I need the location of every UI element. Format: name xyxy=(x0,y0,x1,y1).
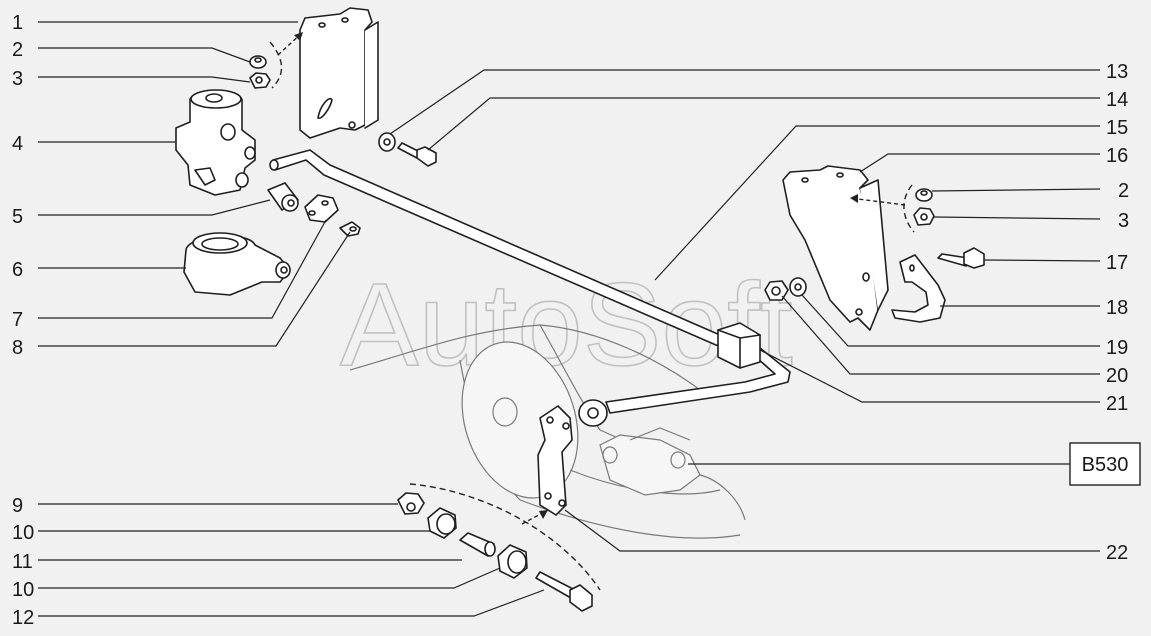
callout-14: 14 xyxy=(1106,89,1128,111)
callout-15: 15 xyxy=(1106,117,1128,139)
washer-part-2-left xyxy=(249,55,267,69)
callout-4: 4 xyxy=(12,133,23,155)
callout-13: 13 xyxy=(1106,61,1128,83)
callout-21: 21 xyxy=(1106,393,1128,415)
callout-16: 16 xyxy=(1106,145,1128,167)
callout-18: 18 xyxy=(1106,297,1128,319)
rubber-bush-part-10-upper xyxy=(427,507,457,539)
plate-part-7 xyxy=(304,194,339,223)
callout-10-upper: 10 xyxy=(12,522,34,544)
sleeve-part-11 xyxy=(459,532,496,557)
link-plate-part-22 xyxy=(537,405,573,516)
nut-part-9 xyxy=(397,492,425,515)
callout-2-right: 2 xyxy=(1118,180,1129,202)
lever-housing-part-6 xyxy=(183,232,291,296)
bracket-part-16 xyxy=(782,165,889,331)
assembly-arrow-16 xyxy=(849,197,906,206)
callout-22: 22 xyxy=(1106,542,1128,564)
bushing-part-5 xyxy=(267,182,299,212)
callout-2-left: 2 xyxy=(12,39,23,61)
assembly-arc-1 xyxy=(269,41,283,89)
bolt-part-8 xyxy=(339,221,361,237)
nut-part-20 xyxy=(764,280,789,301)
reference-code-box: B530 xyxy=(1069,442,1141,486)
callout-7: 7 xyxy=(12,309,23,331)
bracket-part-1 xyxy=(299,7,379,139)
nut-part-3-right xyxy=(913,207,935,226)
bolt-part-14 xyxy=(397,142,437,167)
callout-17: 17 xyxy=(1106,252,1128,274)
rubber-bush-part-10-lower xyxy=(497,544,528,579)
leader-lines-left xyxy=(38,21,545,617)
nut-part-3-left xyxy=(249,72,271,89)
reference-code-text: B530 xyxy=(1082,454,1129,476)
washer-part-19 xyxy=(789,277,807,297)
washer-part-2-right xyxy=(915,188,933,202)
clamp-part-18 xyxy=(891,254,946,323)
rear-axle-background xyxy=(349,324,746,539)
callout-12: 12 xyxy=(12,607,34,629)
callouts-right: 13 14 15 16 2 3 17 18 19 20 21 22 xyxy=(1106,61,1129,564)
callout-1: 1 xyxy=(12,12,23,34)
washer-part-13 xyxy=(378,132,396,152)
pressure-regulator-part-4 xyxy=(175,89,256,196)
assembly-arc-16 xyxy=(903,184,915,233)
arrowhead-22 xyxy=(539,510,548,519)
callout-9: 9 xyxy=(12,495,23,517)
callout-20: 20 xyxy=(1106,365,1128,387)
rubber-block-part-21 xyxy=(717,322,761,369)
bolt-part-12 xyxy=(535,571,593,612)
leader-lines-right xyxy=(389,69,1101,552)
bolt-part-17 xyxy=(937,247,985,269)
callout-3-left: 3 xyxy=(12,68,23,90)
callout-8: 8 xyxy=(12,337,23,359)
callout-6: 6 xyxy=(12,259,23,281)
assembly-arc-lower xyxy=(409,483,601,591)
arrowhead-16 xyxy=(850,194,858,203)
callout-19: 19 xyxy=(1106,337,1128,359)
callout-11: 11 xyxy=(12,551,33,573)
callout-10-lower: 10 xyxy=(12,579,34,601)
callouts-left: 1 2 3 4 5 6 7 8 9 10 11 10 12 xyxy=(12,12,34,629)
callout-3-right: 3 xyxy=(1118,210,1129,232)
rod-end-eye xyxy=(578,399,608,427)
arrowhead-1 xyxy=(294,32,303,41)
control-rod-part-15 xyxy=(269,149,791,414)
callout-5: 5 xyxy=(12,206,23,228)
